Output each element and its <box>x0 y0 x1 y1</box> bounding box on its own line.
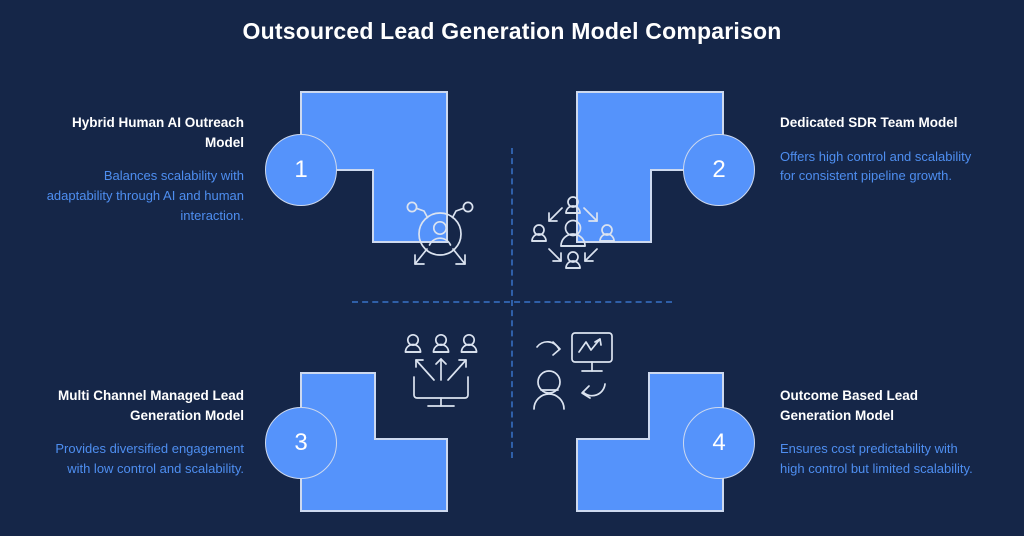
quadrant-4-number: 4 <box>712 429 726 456</box>
quadrant-2-number: 2 <box>712 156 726 183</box>
quadrant-3-text-block: Multi Channel Managed Lead Generation Mo… <box>44 386 244 479</box>
quadrant-1-number: 1 <box>294 156 308 183</box>
quadrant-3-heading: Multi Channel Managed Lead Generation Mo… <box>57 388 244 423</box>
quadrant-4-number-badge[interactable]: 4 <box>683 407 755 479</box>
quadrant-2-text-block: Dedicated SDR Team Model Offers high con… <box>780 113 980 186</box>
quadrant-2-number-badge[interactable]: 2 <box>683 134 755 206</box>
quadrant-1-text-block: Hybrid Human AI Outreach Model Balances … <box>44 113 244 225</box>
quadrant-1-number-badge[interactable]: 1 <box>265 134 337 206</box>
sdr-team-circle-icon <box>530 194 616 276</box>
quadrant-1-shape <box>300 91 448 243</box>
quadrant-3-number-badge[interactable]: 3 <box>265 407 337 479</box>
quadrant-3-number: 3 <box>294 429 308 456</box>
quadrant-4-description: Ensures cost predictability with high co… <box>780 441 973 476</box>
ai-human-network-icon <box>400 198 480 274</box>
quadrant-4-text-block: Outcome Based Lead Generation Model Ensu… <box>780 386 980 479</box>
quadrant-4-heading: Outcome Based Lead Generation Model <box>780 388 919 423</box>
quadrant-2-description: Offers high control and scalability for … <box>780 148 972 184</box>
page-title: Outsourced Lead Generation Model Compari… <box>242 18 782 44</box>
outcome-results-loop-icon <box>530 330 614 414</box>
quadrant-1-description: Balances scalability with adaptability t… <box>46 168 244 223</box>
quadrant-1-heading: Hybrid Human AI Outreach Model <box>71 115 244 150</box>
quadrant-2-heading: Dedicated SDR Team Model <box>780 115 958 130</box>
quadrant-3-description: Provides diversified engagement with low… <box>55 441 244 476</box>
vertical-divider <box>511 148 513 458</box>
multi-channel-broadcast-icon <box>400 333 482 413</box>
quadrant-3-shape <box>300 372 448 512</box>
quadrant-4-shape <box>576 372 724 512</box>
quadrant-2-shape <box>576 91 724 243</box>
